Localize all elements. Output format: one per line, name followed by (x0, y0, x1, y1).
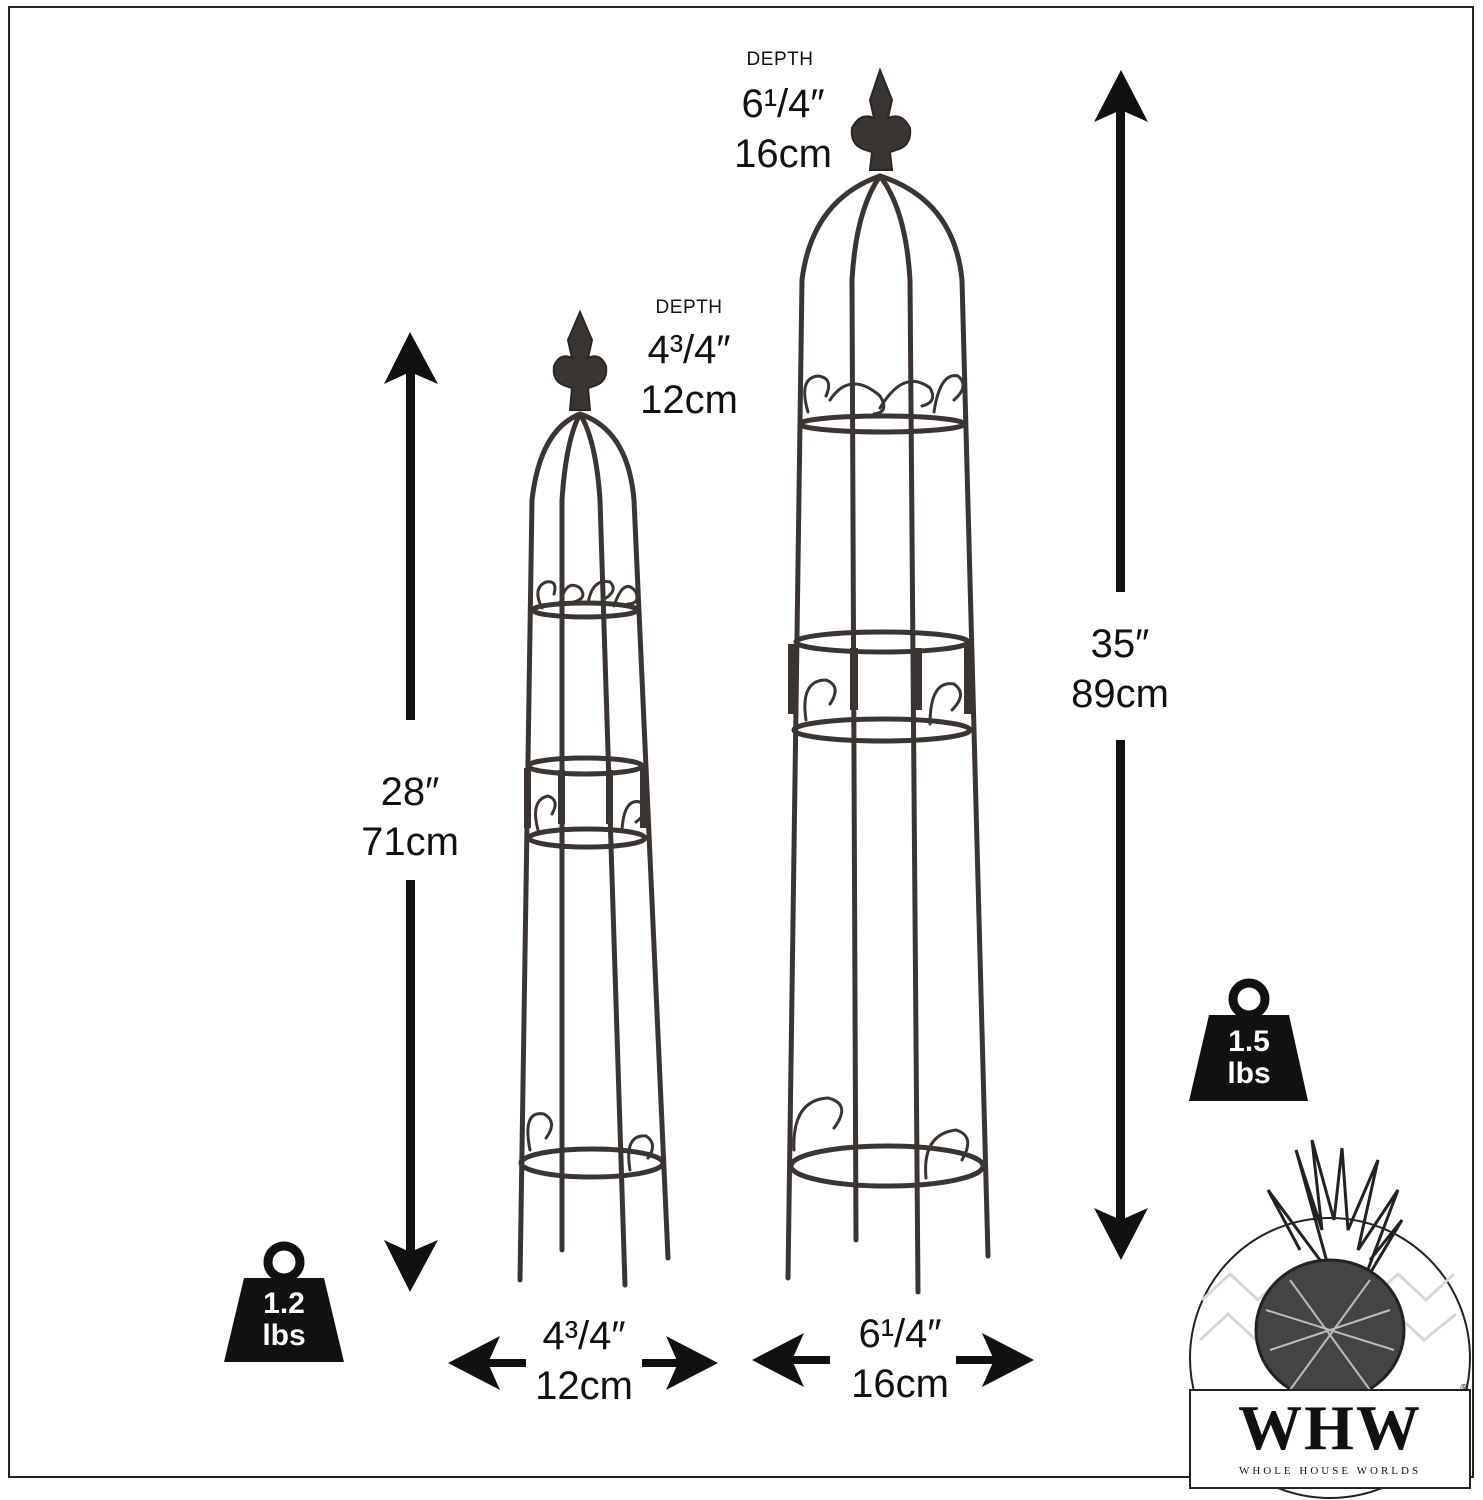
large-height-arrow (1094, 70, 1148, 1260)
small-obelisk-illustration (517, 309, 671, 1288)
small-width-inches: 4³/4″ (542, 1314, 626, 1358)
weight-icon (224, 1241, 344, 1362)
large-weight-value: 1.5 (1228, 1025, 1270, 1058)
small-height-inches: 28″ (380, 770, 440, 814)
weight-icon (1189, 978, 1308, 1101)
large-depth-inches: 6¹/4″ (741, 82, 825, 126)
small-weight-value: 1.2 (263, 1287, 305, 1320)
small-weight-label: 1.2 lbs (236, 1288, 332, 1351)
brand-logo (1189, 1139, 1471, 1499)
small-finial-icon (552, 309, 608, 411)
pineapple-icon (1254, 1139, 1406, 1402)
small-depth-cm: 12cm (640, 378, 738, 422)
small-height-arrow (384, 332, 438, 1292)
brand-monogram: WHW (1238, 1392, 1422, 1463)
small-width-arrow (448, 1336, 718, 1390)
large-weight-unit: lbs (1227, 1056, 1271, 1090)
large-width-inches: 6¹/4″ (858, 1312, 942, 1356)
small-weight-unit: lbs (262, 1318, 306, 1352)
small-height-cm: 71cm (361, 820, 459, 864)
registered-mark: ® (1460, 1383, 1468, 1394)
small-depth-label: DEPTH (655, 297, 723, 318)
large-height-inches: 35″ (1090, 622, 1150, 666)
large-width-cm: 16cm (851, 1362, 949, 1406)
outer-frame (8, 6, 1474, 1478)
large-depth-label: DEPTH (746, 49, 814, 70)
large-height-cm: 89cm (1071, 672, 1169, 716)
large-width-arrow (752, 1333, 1034, 1387)
brand-name: WHOLE HOUSE WORLDS (1238, 1465, 1422, 1477)
small-width-cm: 12cm (535, 1364, 633, 1408)
small-depth-inches: 4³/4″ (647, 328, 731, 372)
large-obelisk-illustration (785, 67, 991, 1295)
large-weight-label: 1.5 lbs (1201, 1026, 1297, 1089)
large-finial-icon (850, 67, 912, 171)
large-depth-cm: 16cm (734, 132, 832, 176)
